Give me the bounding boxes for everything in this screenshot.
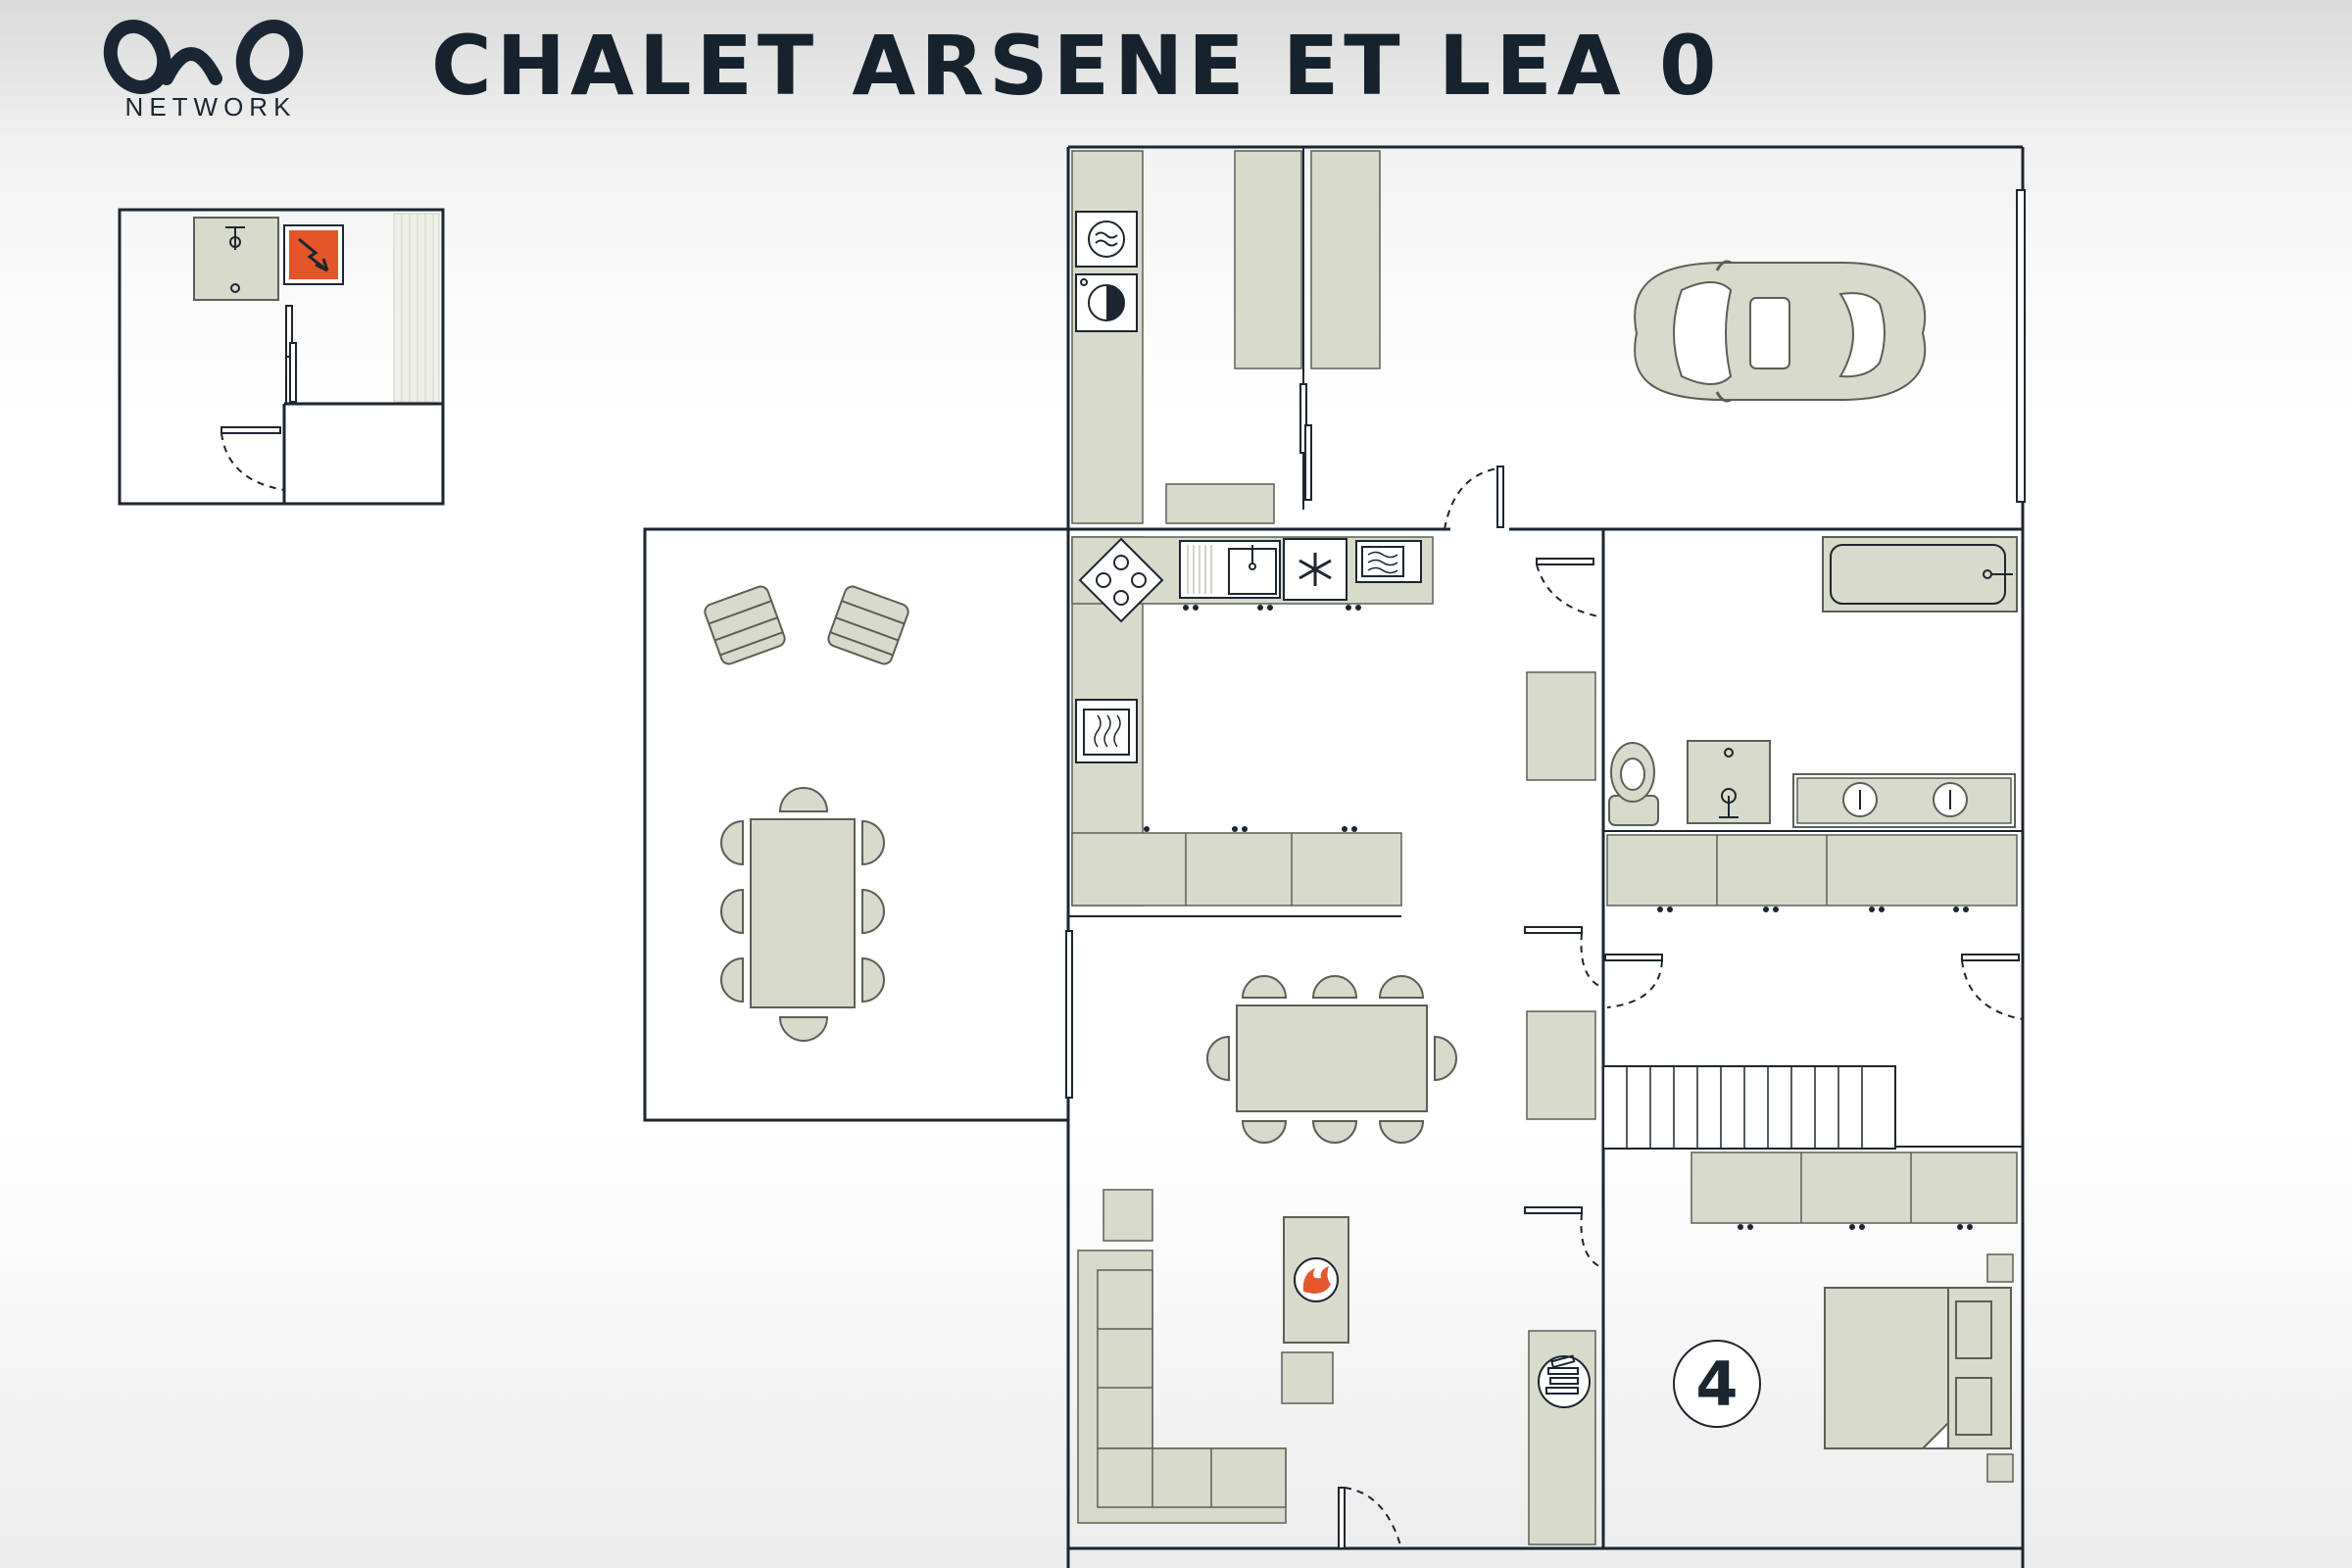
- electric-panel-icon: [283, 224, 344, 285]
- bedroom-number: 4: [1695, 1348, 1738, 1420]
- bookshelf-icon: [1538, 1354, 1591, 1408]
- terrace: [643, 527, 1070, 1122]
- shower-icon: [193, 217, 279, 301]
- dining-area: [1206, 975, 1457, 1144]
- double-sink-icon: [1792, 773, 2016, 828]
- bathtub-icon: [1822, 536, 2018, 612]
- logo-mark: [103, 19, 304, 95]
- hallway: [1065, 466, 1604, 1549]
- bedroom-4: 4: [1673, 1152, 2018, 1483]
- bathroom: [1606, 536, 2018, 912]
- shower-icon: [1687, 740, 1771, 824]
- bedroom-number-badge: [1673, 1340, 1761, 1428]
- oven-icon: [1075, 699, 1138, 763]
- lounge-chair-icon: [704, 585, 786, 665]
- freezer-icon: [1283, 538, 1348, 601]
- sink-icon: [1179, 540, 1281, 599]
- terrace-dining-table: [720, 787, 885, 1042]
- garage: [1071, 150, 2026, 524]
- microwave-icon: [1355, 540, 1422, 583]
- fireplace-icon: [1283, 1216, 1349, 1344]
- car-icon: [1634, 260, 1927, 403]
- stove-icon: [1078, 537, 1164, 623]
- washing-machine-icon: [1075, 211, 1138, 268]
- logo-text: NETWORK: [124, 92, 297, 122]
- kitchen: [1071, 536, 1434, 906]
- annex-room: [118, 208, 445, 506]
- toilet-icon: [1608, 742, 1659, 826]
- lounge-chair-icon: [827, 585, 909, 665]
- page-title: CHALET ARSENE ET LEA 0: [431, 18, 1722, 114]
- living-room: [1077, 1189, 1349, 1524]
- staircase-icon: [1602, 954, 2024, 1150]
- bed-icon: [1824, 1253, 2014, 1483]
